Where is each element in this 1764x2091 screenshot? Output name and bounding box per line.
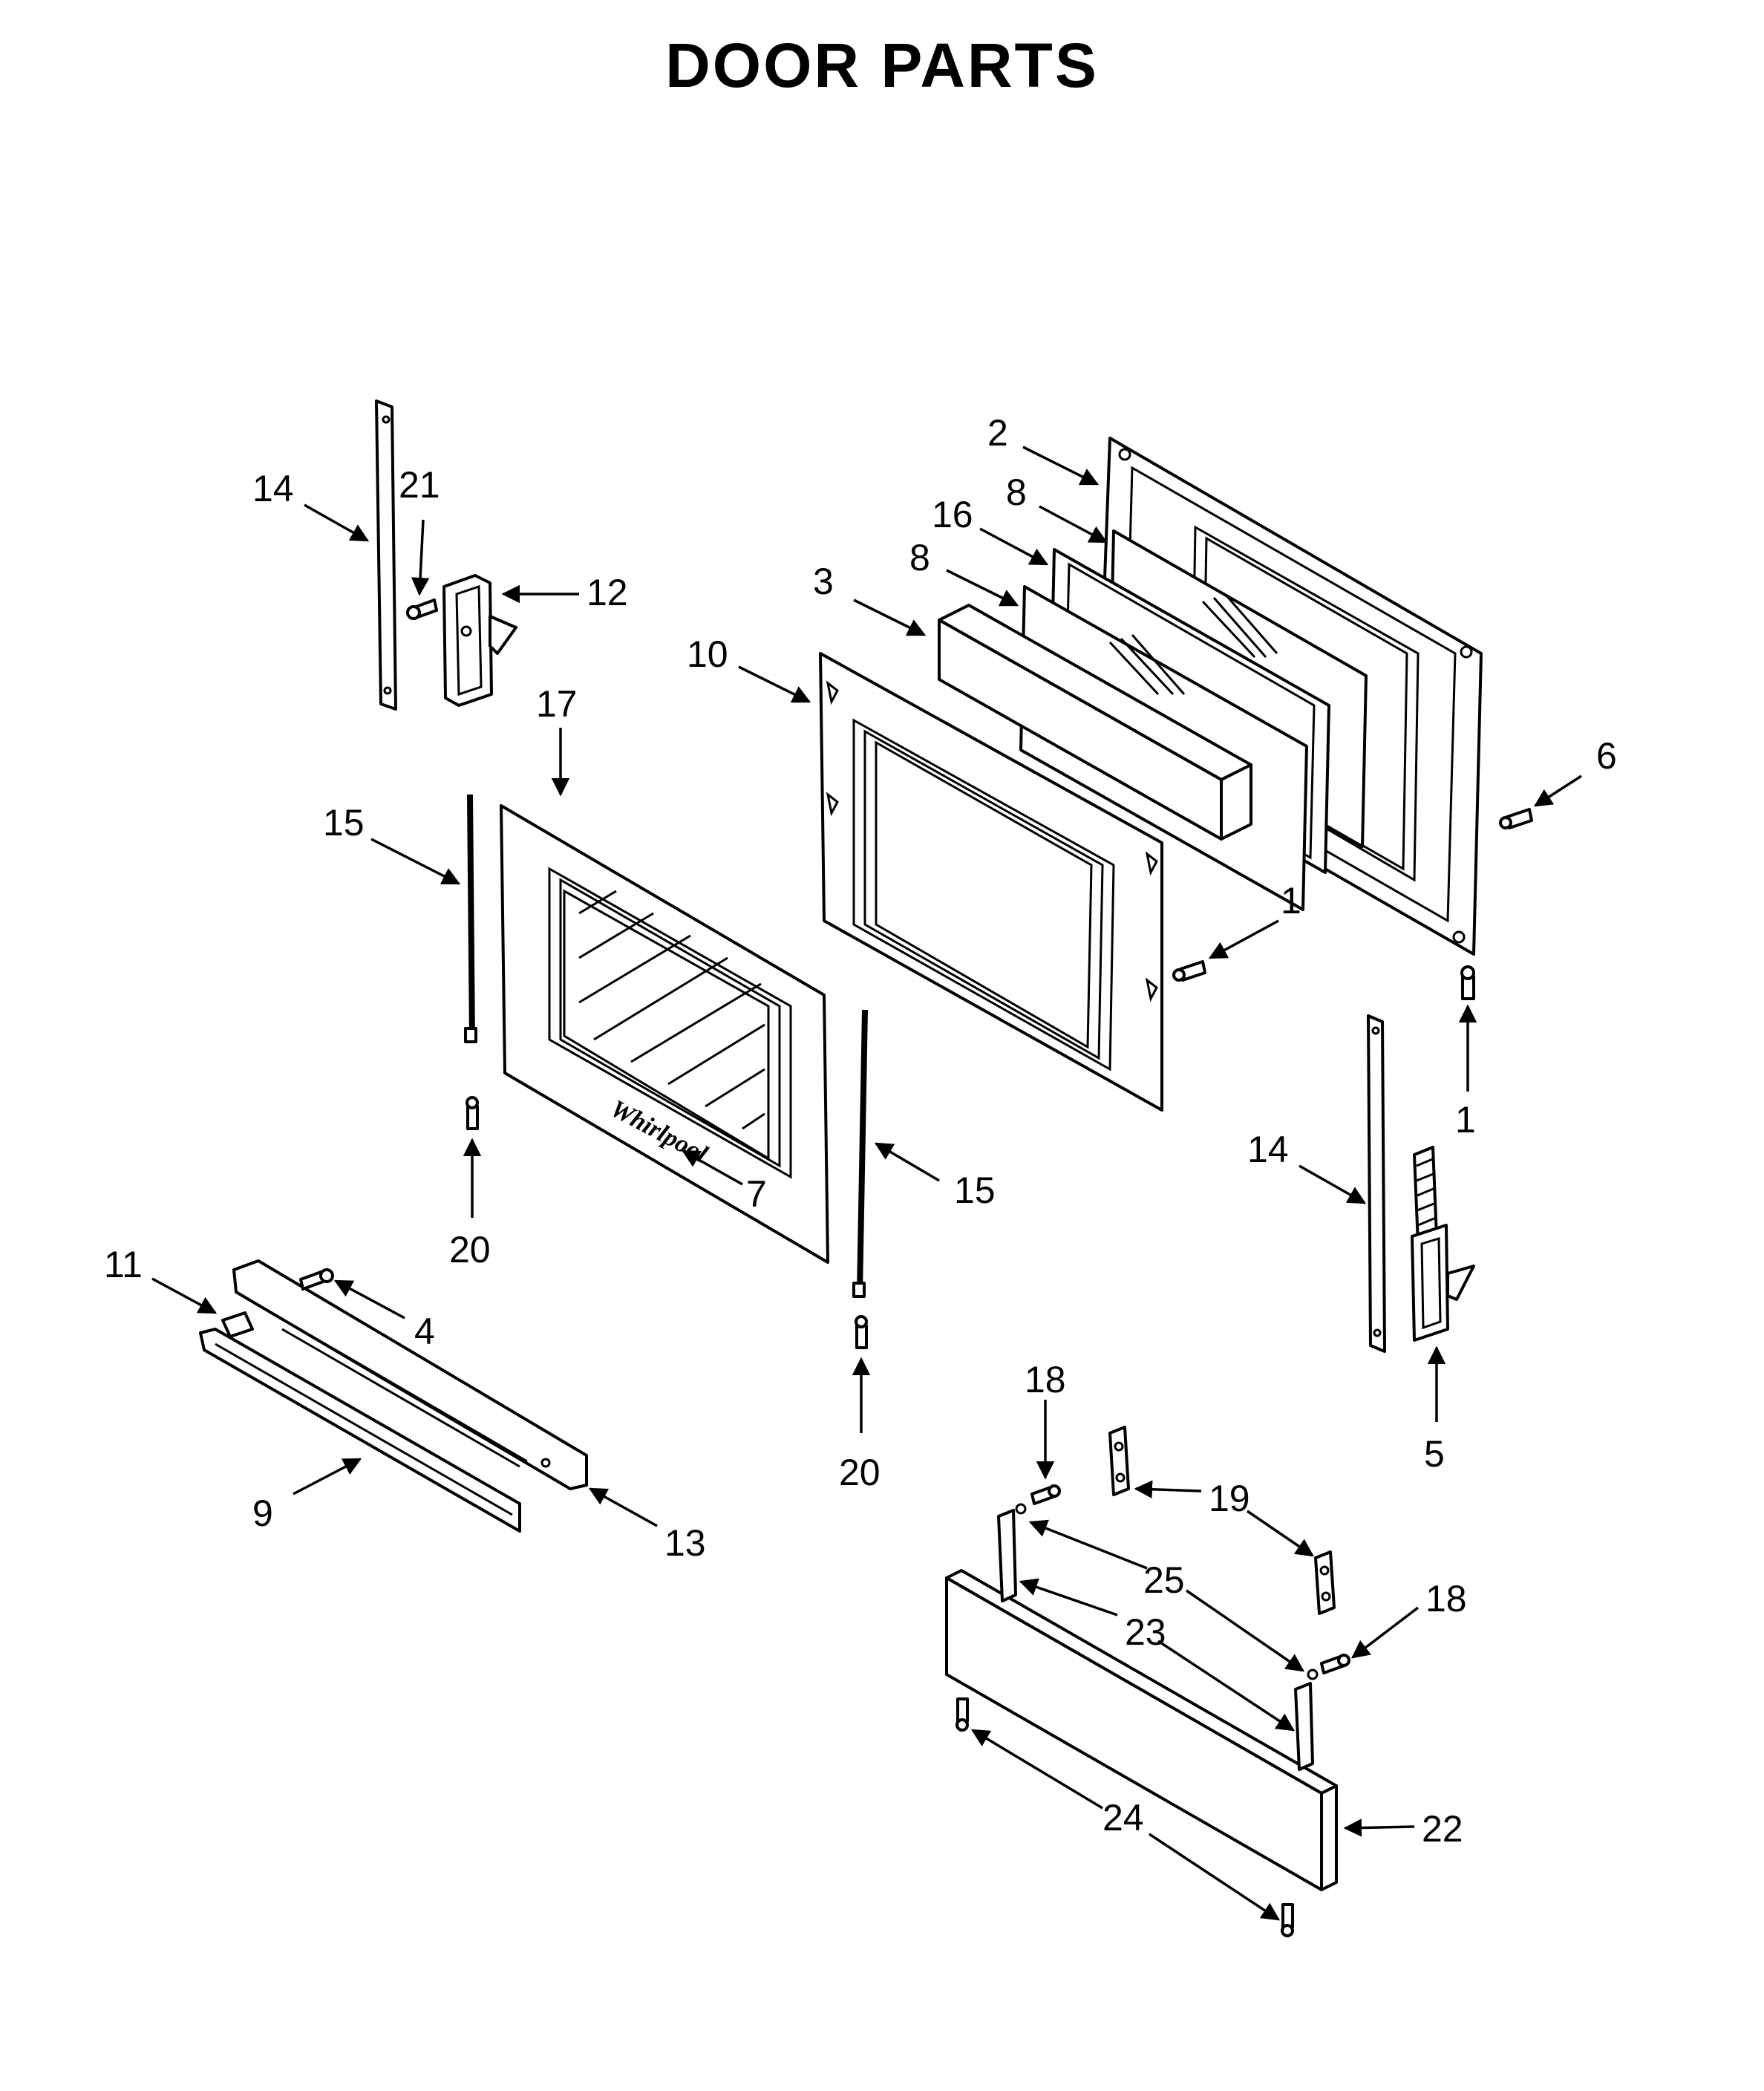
screw-18-bottom [1307,1654,1350,1680]
callout-labels: 2 8 16 3 8 10 6 1 1 14 21 12 17 15 20 7 … [104,412,1617,1850]
screw-24-right [1281,1903,1294,1937]
callout-1-panel: 1 [1455,1099,1476,1141]
handle-bracket [232,1259,588,1490]
hinge-right [1411,1146,1475,1342]
callout-19: 19 [1209,1478,1250,1519]
callout-6: 6 [1596,735,1617,777]
screw-1-liner [1172,960,1206,982]
drawer-slide-23-left [997,1509,1017,1602]
callout-7: 7 [746,1173,767,1215]
door-side-trim-left [464,794,477,1043]
callout-14-right: 14 [1247,1129,1289,1170]
page-title: DOOR PARTS [665,30,1099,100]
door-handle-9 [199,1328,521,1533]
callout-3: 3 [813,561,834,602]
screw-6 [1499,808,1533,829]
screw-1-panel [1460,965,1475,1000]
callout-18-top: 18 [1025,1359,1066,1400]
drawer-bracket-19-top [1108,1426,1130,1496]
callout-15-left: 15 [323,802,365,844]
insulation [938,604,1252,841]
glass-pack [1019,529,1368,911]
callout-14-left: 14 [252,468,294,509]
callout-24: 24 [1102,1797,1144,1839]
callout-22: 22 [1422,1808,1463,1850]
door-side-trim-right [852,1009,868,1298]
screw-20-right [855,1315,868,1349]
handle-end-cap-11 [221,1311,254,1338]
callout-12: 12 [587,572,628,613]
callout-1-liner: 1 [1281,880,1301,921]
callout-15-right: 15 [954,1170,996,1211]
drawer-slide-23-right [1294,1682,1314,1771]
screw-20-left [466,1096,479,1130]
leader-lines [151,446,1582,1921]
hinge-channel-left [375,399,397,711]
callout-8-lower: 8 [909,537,930,578]
callout-9: 9 [252,1493,273,1534]
callout-25: 25 [1143,1559,1185,1601]
callout-10: 10 [687,633,728,675]
hinge-screw [406,598,438,620]
callout-16: 16 [932,494,973,535]
door-liner [819,652,1163,1112]
callout-17: 17 [536,683,578,725]
callout-11: 11 [104,1244,143,1285]
callout-20-left: 20 [449,1229,491,1270]
callout-8-upper: 8 [1006,472,1027,513]
handle-screw-4 [299,1268,334,1291]
screw-18-top [1015,1484,1061,1515]
callout-13: 13 [664,1522,706,1564]
callout-21: 21 [399,464,440,506]
drawer-bracket-19-bottom [1314,1550,1336,1615]
callout-2: 2 [987,412,1008,454]
callout-4: 4 [414,1311,435,1352]
hinge-channel-right [1367,1014,1386,1353]
callout-5: 5 [1424,1433,1445,1475]
outer-door-panel: Whirlpool [500,804,829,1264]
callout-18-bottom: 18 [1425,1578,1467,1619]
hinge-left [442,574,517,707]
callout-23: 23 [1125,1611,1166,1653]
callout-20-right: 20 [839,1452,881,1493]
drawer-front-22 [945,1569,1338,1891]
screw-24-left [956,1697,969,1732]
